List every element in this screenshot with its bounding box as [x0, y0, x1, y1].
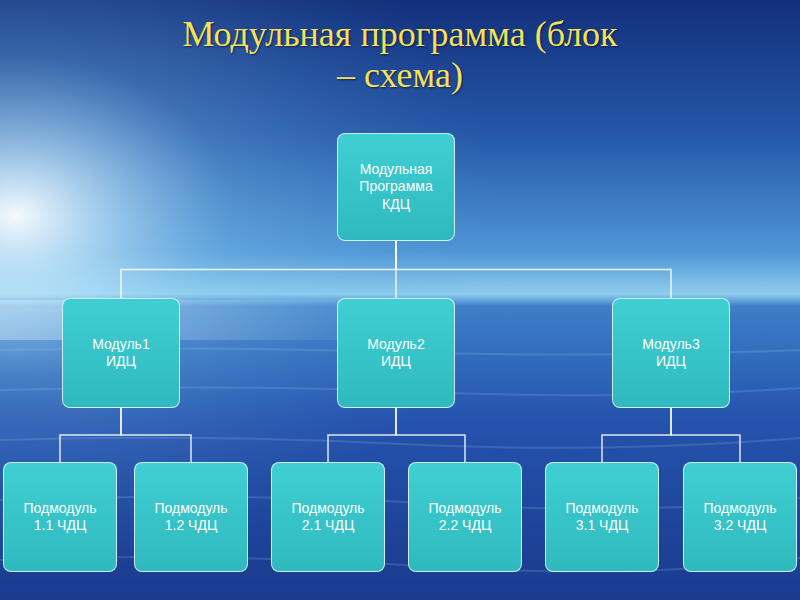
- box-label: Модуль2 ИДЦ: [353, 336, 439, 371]
- hierarchy-connector: [121, 241, 396, 298]
- module-box: Модуль1 ИДЦ: [62, 298, 180, 408]
- module-box: Подмодуль 3.1 ЧДЦ: [545, 462, 659, 572]
- box-label: Модульная Программа КДЦ: [353, 161, 439, 214]
- module-box: Подмодуль 1.1 ЧДЦ: [3, 462, 117, 572]
- box-label: Подмодуль 2.1 ЧДЦ: [285, 500, 371, 535]
- module-box: Подмодуль 2.2 ЧДЦ: [408, 462, 522, 572]
- box-label: Подмодуль 1.1 ЧДЦ: [17, 500, 103, 535]
- hierarchy-connector: [328, 408, 396, 462]
- module-box: Подмодуль 1.2 ЧДЦ: [134, 462, 248, 572]
- box-label: Подмодуль 2.2 ЧДЦ: [422, 500, 508, 535]
- module-box: Подмодуль 2.1 ЧДЦ: [271, 462, 385, 572]
- hierarchy-connector: [396, 408, 465, 462]
- module-box: Модуль3 ИДЦ: [612, 298, 730, 408]
- box-label: Модуль1 ИДЦ: [78, 336, 164, 371]
- module-box: Модуль2 ИДЦ: [337, 298, 455, 408]
- hierarchy-connector: [396, 241, 671, 298]
- box-label: Подмодуль 1.2 ЧДЦ: [148, 500, 234, 535]
- module-box: Подмодуль 3.2 ЧДЦ: [683, 462, 797, 572]
- hierarchy-connector: [602, 408, 671, 462]
- module-box: Модульная Программа КДЦ: [337, 133, 455, 241]
- box-label: Модуль3 ИДЦ: [628, 336, 714, 371]
- box-label: Подмодуль 3.2 ЧДЦ: [697, 500, 783, 535]
- slide-title: Модульная программа (блок – схема): [180, 14, 620, 97]
- hierarchy-connector: [121, 408, 191, 462]
- box-label: Подмодуль 3.1 ЧДЦ: [559, 500, 645, 535]
- hierarchy-connector: [671, 408, 740, 462]
- hierarchy-connector: [60, 408, 121, 462]
